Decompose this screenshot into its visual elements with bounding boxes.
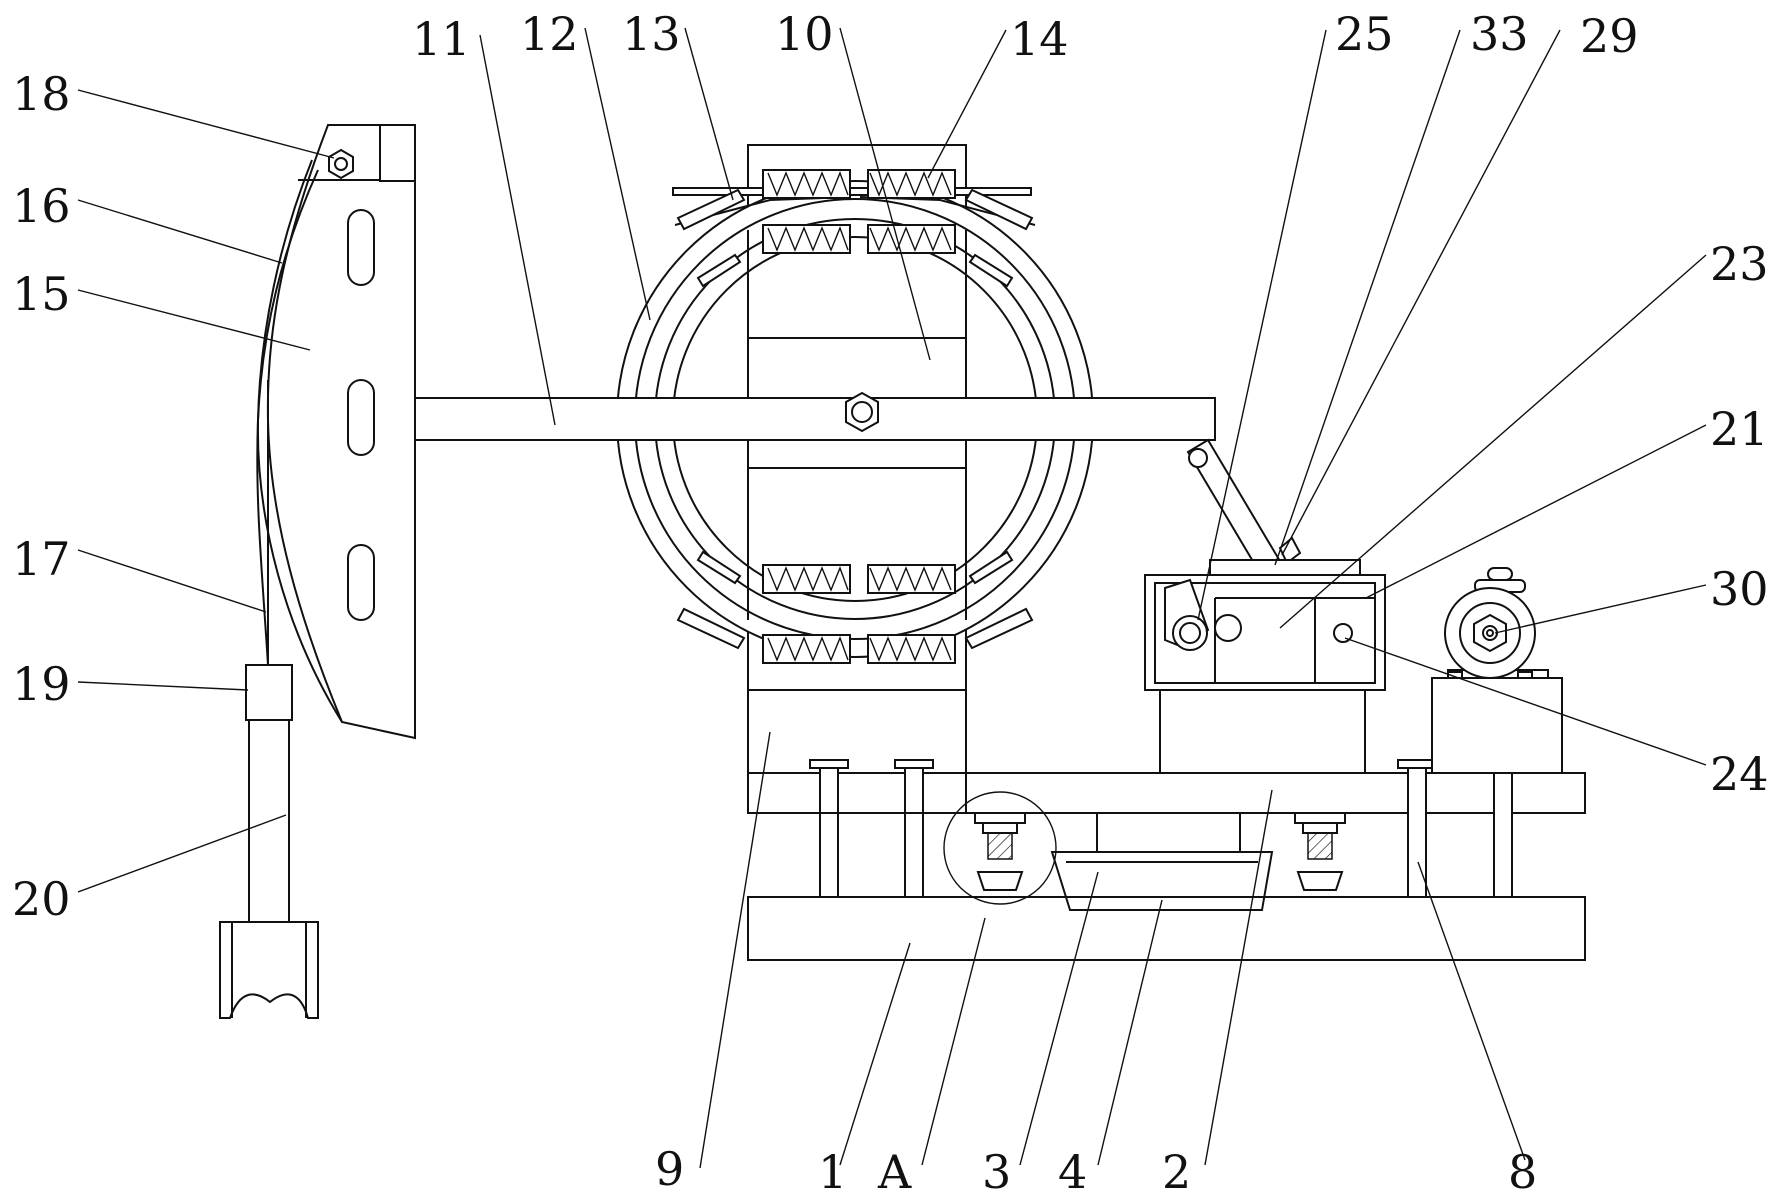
label-13: 13 [622,7,681,61]
label-21: 21 [1710,402,1769,456]
label-11: 11 [412,12,471,66]
walking-beam [414,391,1216,441]
label-8: 8 [1508,1145,1537,1199]
label-10: 10 [775,7,834,61]
label-A: A [877,1145,912,1199]
guide-posts [809,759,1523,898]
hanger-cable [256,169,319,666]
label-15: 15 [12,267,71,321]
spring-block-top-right-inner [867,224,956,254]
part-labels: 18 16 15 17 19 20 11 12 13 10 14 25 33 2… [12,7,1769,1199]
label-25: 25 [1335,7,1394,61]
label-18: 18 [12,67,71,121]
label-9: 9 [655,1142,684,1196]
slot-3 [347,544,375,621]
polish-rod-20 [219,719,319,1019]
label-1: 1 [818,1145,847,1199]
spring-block-bottom-right-inner [867,564,956,594]
spring-block-top-left-inner [762,224,851,254]
label-12: 12 [520,7,579,61]
base-plate [747,896,1586,961]
spring-block-bottom-right-outer [867,634,956,664]
spring-block-bottom-left-outer [762,634,851,664]
tray-part [1050,851,1274,911]
pin-18 [328,148,354,180]
leader-lines [77,27,1707,1169]
damper-right [1294,812,1346,891]
label-33: 33 [1470,7,1529,61]
slot-2 [347,379,375,456]
label-16: 16 [12,179,71,233]
label-20: 20 [12,872,71,926]
crank-25 [1164,578,1210,651]
label-30: 30 [1710,562,1769,616]
label-14: 14 [1010,12,1069,66]
gearbox-stand [1159,689,1366,774]
label-29: 29 [1580,9,1639,63]
spring-block-top-right-outer [867,169,956,199]
label-23: 23 [1710,237,1769,291]
clamp-19 [245,664,293,721]
spring-block-bottom-left-inner [762,564,851,594]
label-24: 24 [1710,747,1769,801]
label-17: 17 [12,532,71,586]
label-2: 2 [1162,1145,1191,1199]
slot-1 [347,209,375,286]
horse-head [256,124,416,740]
spring-block-top-left-outer [762,169,851,199]
motor-30 [1431,567,1563,774]
damper-left [943,791,1057,905]
label-3: 3 [982,1145,1011,1199]
label-4: 4 [1058,1145,1087,1199]
ring-pads [676,188,1034,650]
label-19: 19 [12,657,71,711]
